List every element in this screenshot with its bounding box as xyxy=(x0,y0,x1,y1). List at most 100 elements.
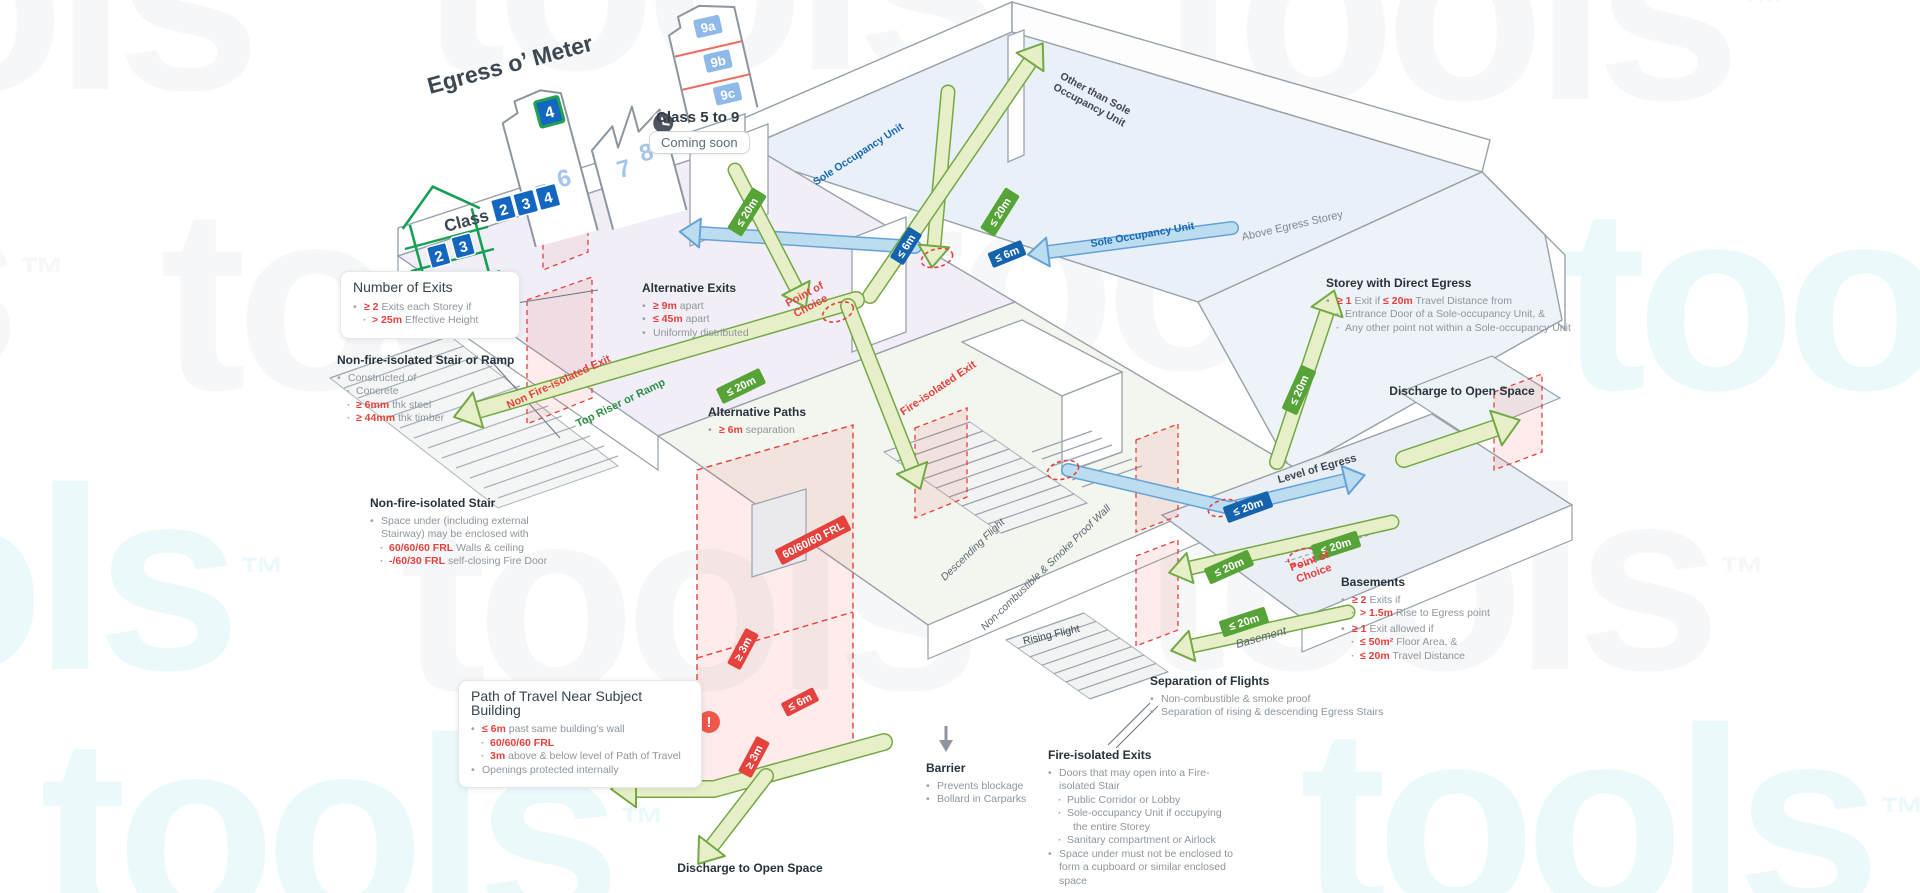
note-line: ≥ 1 Exit if ≤ 20m Travel Distance from xyxy=(1326,295,1591,309)
rising-flight-steps xyxy=(1005,612,1169,700)
class-9b-plate: 9b xyxy=(701,48,735,75)
note-line: isolated Stair xyxy=(1059,780,1120,792)
svg-text:4: 4 xyxy=(543,104,556,123)
basement-egress-arrow xyxy=(1170,604,1356,663)
note-line: Sanitary compartment or Airlock xyxy=(1048,834,1278,848)
note-title: Fire-isolated Exits xyxy=(1048,748,1152,762)
note-line: ≤ 45m apart xyxy=(642,313,802,327)
non-fire-isolated-stair-note: Non-fire-isolated Stair Space under (inc… xyxy=(370,496,605,569)
note-line: Any other point not within a Sole-occupa… xyxy=(1326,322,1591,336)
note-title: Non-fire-isolated Stair or Ramp xyxy=(337,353,515,367)
fire-isolated-exits-note: Fire-isolated Exits Doors that may open … xyxy=(1048,748,1278,888)
sou-travel-arrow xyxy=(1026,221,1239,268)
note-line: ≥ 2 Exits each Storey if xyxy=(353,301,507,315)
note-line: Prevents blockage xyxy=(926,780,1076,794)
note-line: ≥ 2 Exits if xyxy=(1341,594,1556,608)
small-steps xyxy=(1031,430,1143,488)
note-line: ≥ 1 Exit allowed if xyxy=(1341,623,1556,637)
non-fire-isolated-stair-or-ramp-note: Non-fire-isolated Stair or Ramp Construc… xyxy=(337,353,552,426)
frl-plane-divider xyxy=(696,611,854,659)
note-title: Alternative Paths xyxy=(708,405,807,419)
note-title: Barrier xyxy=(926,761,966,775)
alternative-exits-note: Alternative Exits ≥ 9m apart ≤ 45m apart… xyxy=(642,281,802,341)
badge-6m-blue: ≤ 6m xyxy=(987,240,1027,268)
svg-text:9b: 9b xyxy=(709,53,727,71)
note-line: 60/60/60 FRL Walls & ceiling xyxy=(370,542,605,556)
badge-20m: ≤ 20m xyxy=(1311,531,1361,561)
egress-arrow-discharge xyxy=(1395,409,1521,468)
note-title: Storey with Direct Egress xyxy=(1326,276,1472,290)
card-title: Number of Exits xyxy=(353,279,453,295)
storey-with-direct-egress-note: Storey with Direct Egress ≥ 1 Exit if ≤ … xyxy=(1326,276,1591,336)
note-line: Concrete xyxy=(337,385,552,399)
note-line: ≥ 6m separation xyxy=(708,424,858,438)
logo-building-class-2-3: 2 3 xyxy=(401,185,501,295)
note-line: Uniformly distributed xyxy=(642,327,802,341)
note-line: Bollard in Carparks xyxy=(926,793,1076,807)
path-of-travel-card: Path of Travel Near Subject Building ≤ 6… xyxy=(458,680,702,788)
note-line: Public Corridor or Lobby xyxy=(1048,794,1278,808)
note-line: > 1.5m Rise to Egress point xyxy=(1341,607,1556,621)
logo-building-class-9: 9a 9b 9c xyxy=(667,4,759,124)
class-2-plate: 2 xyxy=(425,241,452,269)
exit-plane-right-lower xyxy=(1135,539,1179,647)
egress-o-meter-title: Egress o’ Meter xyxy=(424,30,595,99)
class-3-plate: 3 xyxy=(450,232,476,260)
barrier-arrow-icon xyxy=(939,726,953,752)
note-line: Stairway) may be enclosed with xyxy=(381,528,529,540)
note-line: Space under (including external xyxy=(370,515,605,529)
svg-text:9a: 9a xyxy=(699,18,717,36)
point-of-choice-marker xyxy=(920,247,954,269)
note-line: space xyxy=(1059,874,1088,887)
alternative-paths-note: Alternative Paths ≥ 6m separation xyxy=(708,405,858,438)
note-line: Sole-occupancy Unit if occupying xyxy=(1048,807,1278,821)
note-line: ≥ 44mm thk timber xyxy=(337,412,552,426)
note-line: -/60/30 FRL self-closing Fire Door xyxy=(370,555,605,569)
note-line: ≤ 50m² Floor Area, & xyxy=(1341,636,1556,650)
note-line: ≥ 9m apart xyxy=(642,300,802,314)
discharge-to-open-space-label: Discharge to Open Space xyxy=(1389,384,1535,398)
discharge-to-open-space-label: Discharge to Open Space xyxy=(677,861,823,875)
class-4-plate: 4 xyxy=(534,182,562,212)
note-line: Space under must not be enclosed to xyxy=(1048,848,1278,862)
card-title: Path of Travel Near Subject Building xyxy=(471,688,643,718)
class-9c-plate: 9c xyxy=(711,80,744,107)
number-of-exits-card: Number of Exits ≥ 2 Exits each Storey if… xyxy=(340,271,520,339)
note-title: Non-fire-isolated Stair xyxy=(370,496,496,510)
svg-text:9c: 9c xyxy=(719,85,736,103)
point-of-choice-marker xyxy=(1046,459,1080,481)
note-title: Basements xyxy=(1341,575,1406,589)
note-line: the entire Storey xyxy=(1073,820,1151,833)
egress-arrow-down xyxy=(840,298,929,491)
fire-isolated-exit-plane xyxy=(914,407,968,519)
note-line: ≤ 20m Travel Distance xyxy=(1341,650,1556,664)
note-line: > 25m Effective Height xyxy=(353,314,507,328)
descending-flight-steps xyxy=(883,421,1088,534)
note-line: Non-combustible & smoke proof xyxy=(1150,693,1425,707)
note-line: 60/60/60 FRL xyxy=(471,737,689,751)
ground-discharge-arrow xyxy=(697,768,774,865)
exit-plane-right-upper xyxy=(1135,423,1179,533)
note-line: ≤ 6m past same building's wall xyxy=(471,723,689,737)
note-title: Separation of Flights xyxy=(1150,674,1270,688)
note-title: Alternative Exits xyxy=(642,281,737,295)
coming-soon-button[interactable]: Coming soon xyxy=(649,131,750,154)
class-3-plate: 3 xyxy=(512,188,540,218)
note-line: Separation of rising & descending Egress… xyxy=(1150,706,1425,720)
class-2-plate: 2 xyxy=(490,194,517,223)
barrier-note: Barrier Prevents blockage Bollard in Car… xyxy=(926,761,1076,807)
note-line: Constructed of xyxy=(337,372,552,386)
class-5-to-9-label: Class 5 to 9 xyxy=(656,109,740,126)
leader-line xyxy=(1107,702,1151,746)
note-line: form a cupboard or similar enclosed xyxy=(1059,861,1226,873)
discharge-platform xyxy=(1398,355,1562,437)
frl-plane-center xyxy=(696,424,854,789)
point-of-choice-marker xyxy=(821,301,855,323)
note-line: ≥ 6mm thk steel xyxy=(337,399,552,413)
badge-20m: ≤ 20m xyxy=(1219,607,1269,637)
basements-note: Basements ≥ 2 Exits if > 1.5m Rise to Eg… xyxy=(1341,575,1556,664)
svg-text:!: ! xyxy=(707,714,712,731)
note-line: Openings protected internally xyxy=(471,764,689,778)
egress-arrow xyxy=(917,84,956,269)
